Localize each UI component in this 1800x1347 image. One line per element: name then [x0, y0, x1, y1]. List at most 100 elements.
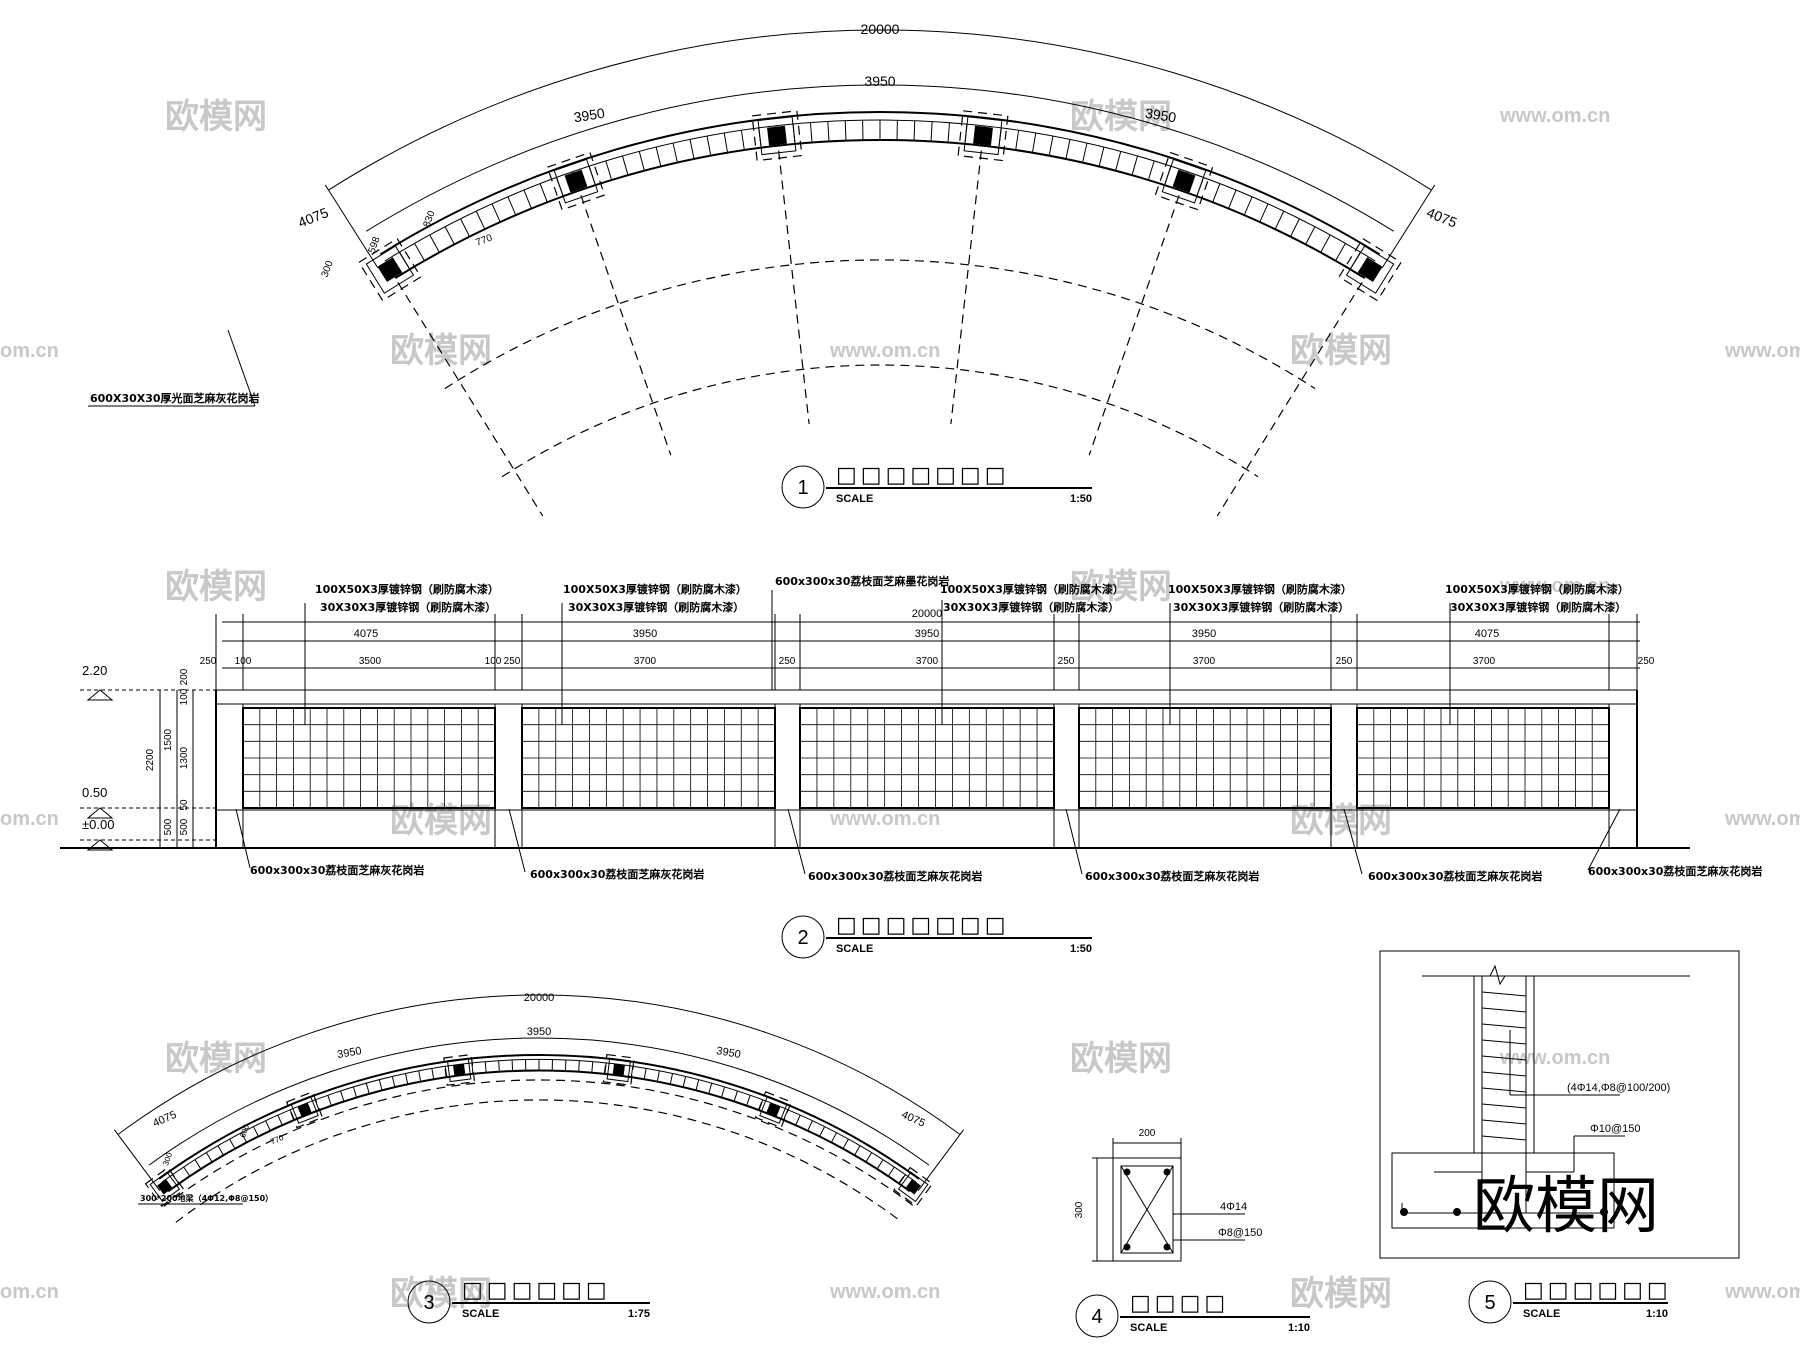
- column-post: [377, 257, 403, 282]
- paving-joint: [217, 1145, 224, 1156]
- rebar-dot: [1123, 1243, 1131, 1251]
- rebar-dot: [1453, 1208, 1461, 1216]
- dim-span: 4075: [151, 1109, 178, 1130]
- paving-joint: [578, 1060, 580, 1072]
- watermark-url: www.om.cn: [829, 808, 940, 830]
- paving-joint: [689, 139, 695, 160]
- dim-extension: [324, 184, 379, 269]
- paving-joint: [930, 121, 933, 142]
- level-mid: 0.50: [82, 785, 107, 800]
- paving-joint: [720, 1086, 726, 1098]
- detail-frame: [1379, 950, 1740, 1259]
- dim-width: 200: [1139, 1128, 1156, 1139]
- beam-label: 100X50X3厚镀锌钢（刷防腐木漆）: [563, 582, 747, 596]
- dim-span: 3950: [1144, 105, 1177, 126]
- rebar-dot: [1163, 1168, 1171, 1176]
- paving-joint: [229, 1138, 236, 1149]
- plan-view-3: 20000 3950 3950 3950 4075 4075 770 600 3…: [113, 992, 965, 1324]
- plan-view-1: 20000 3950 3950 3950 4075 4075 300 598 8…: [88, 21, 1460, 517]
- dim-sub: 250: [1336, 656, 1353, 667]
- column-base: [606, 1057, 632, 1083]
- dim-overall: 20000: [912, 608, 943, 620]
- dim-sub: 3700: [1193, 656, 1216, 667]
- column-post: [297, 1102, 312, 1117]
- dim-sub: 250: [504, 656, 521, 667]
- dim-span: 4075: [1424, 204, 1459, 231]
- dim-sub: 250: [1638, 656, 1655, 667]
- stone-label: 600x300x30荔枝面芝麻灰花岗岩: [1085, 869, 1259, 883]
- vdim: 2200: [145, 748, 156, 771]
- dim-sub: 3700: [1473, 656, 1496, 667]
- column-ties: [1481, 991, 1527, 1141]
- vdim: 1500: [163, 728, 174, 751]
- wall-outer-edge: [379, 111, 1381, 256]
- dim-sub: 250: [779, 656, 796, 667]
- title-bubble: [1075, 1294, 1119, 1338]
- paving-joint: [723, 132, 729, 153]
- paving-joint: [682, 1076, 687, 1088]
- foundation-dash-arc: [175, 1099, 903, 1223]
- paving-joint: [460, 218, 470, 237]
- paving-joint: [844, 120, 847, 141]
- paving-joint: [327, 1095, 332, 1106]
- column-post: [1357, 257, 1383, 282]
- level-zero: ±0.00: [82, 817, 114, 832]
- watermark-url: om.cn: [0, 1281, 59, 1303]
- dim-height: 300: [1074, 1201, 1085, 1218]
- paving-line: [384, 119, 1376, 262]
- paving-joint: [429, 234, 440, 253]
- paving-joint: [391, 1076, 396, 1088]
- footing-outline: [144, 1166, 185, 1207]
- column-tie: [1481, 1055, 1527, 1061]
- level-markers: 2.20 0.50 ±0.00: [82, 663, 114, 832]
- rebar-label: (4Φ14,Φ8@100/200): [1567, 1082, 1670, 1094]
- column-base: [759, 1095, 788, 1124]
- scale-value: 1:50: [1070, 943, 1092, 955]
- paving-joint: [277, 1114, 283, 1126]
- beam-label: 30X30X3厚镀锌钢（刷防腐木漆）: [568, 600, 744, 614]
- column-post: [766, 1102, 781, 1117]
- dim-width: 300: [161, 1151, 174, 1167]
- beam-label: 300*200地梁（4Φ12,Φ8@150）: [140, 1193, 273, 1203]
- paving-joint: [1212, 183, 1221, 203]
- title-name: □□□□□□□: [836, 463, 1010, 488]
- inner-dim-arc: [365, 84, 1395, 232]
- column: [443, 1053, 476, 1086]
- stone-labels: 600x300x30荔枝面芝麻灰花岗岩 600x300x30荔枝面芝麻灰花岗岩 …: [250, 863, 1762, 883]
- section-detail-4: 200 300 4Φ14 Φ8@150 4 □□□□ SCALE 1:10: [1074, 1128, 1310, 1338]
- title-number: 4: [1091, 1306, 1102, 1328]
- column-base: [897, 1171, 929, 1203]
- paving-joint: [643, 1068, 647, 1080]
- vertical-dims: 2200 1500 500 200 100 1300 50 500: [145, 668, 190, 835]
- leader-line: [787, 808, 806, 875]
- paving-joint: [1243, 196, 1253, 216]
- watermark-url: www.om.cn: [829, 340, 940, 362]
- plan1-arc-geometry: [324, 29, 1436, 517]
- watermark-url: om.cn: [0, 808, 59, 830]
- overall-dim-arc: [328, 29, 1432, 191]
- leader-line: [227, 329, 256, 407]
- level-top-symbol: [86, 689, 114, 701]
- column: [602, 1053, 635, 1086]
- watermark-url: www.om.cn: [1499, 105, 1610, 127]
- scale-label: SCALE: [836, 943, 873, 955]
- column-tie: [1481, 991, 1527, 997]
- paving-joint: [1228, 189, 1237, 209]
- paving-joint: [827, 121, 830, 142]
- dim-bay: 4075: [1475, 628, 1499, 640]
- column-base: [446, 1057, 472, 1083]
- dim-width: 598: [367, 235, 383, 255]
- stone-label: 600x300x30荔枝面芝麻灰花岗岩: [1368, 869, 1542, 883]
- watermark-url: www.om.cn: [1724, 340, 1800, 362]
- dim-extension: [917, 1129, 965, 1191]
- dim-sub: 250: [1058, 656, 1075, 667]
- dim-bay: 3950: [915, 628, 939, 640]
- foundation-dash-arc: [163, 1079, 915, 1207]
- paving-joint: [830, 1132, 837, 1143]
- stirrup-diagonal: [1120, 1165, 1174, 1254]
- paving-joint: [1274, 210, 1285, 230]
- column: [751, 110, 803, 162]
- column-tie: [1481, 1087, 1527, 1093]
- scale-label: SCALE: [1523, 1308, 1560, 1320]
- title-number: 2: [797, 927, 808, 949]
